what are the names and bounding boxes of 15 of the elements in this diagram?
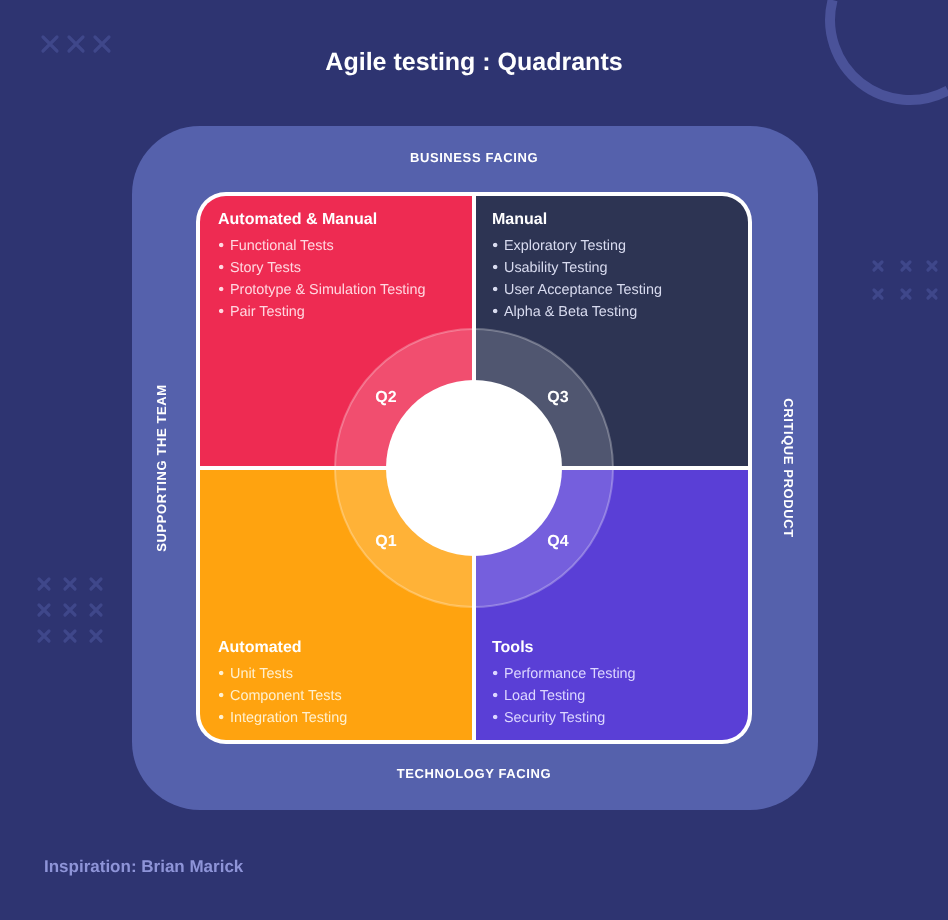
quadrant-label: Q4 [547,532,569,552]
quadrant-label: Q1 [375,532,397,552]
quadrant-panel [476,470,748,740]
quadrant-heading: Manual [492,210,548,230]
diagram-title: Agile testing : Quadrants [325,48,623,78]
quadrant-label: Q3 [547,388,569,408]
quadrant-label: Q2 [375,388,397,408]
quadrant-heading: Automated [218,638,302,658]
quadrant-panel [200,470,472,740]
quadrant-panel [200,196,472,466]
quadrant-heading: Tools [492,638,534,658]
credit-text: Inspiration: Brian Marick [44,856,244,876]
quadrant-panel [476,196,748,466]
quadrant-heading: Automated & Manual [218,210,378,230]
outer-panel [132,126,818,810]
